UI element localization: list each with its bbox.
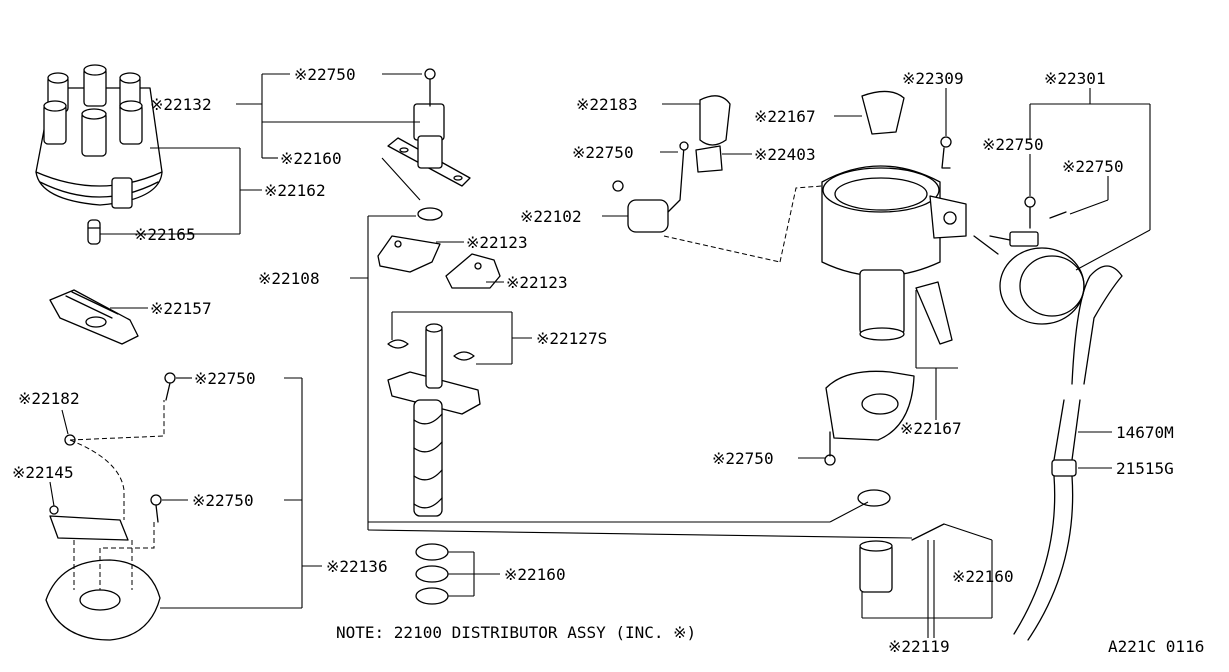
- diagram-code: A221C 0116: [1108, 637, 1204, 656]
- label-22123-upper: ※22123: [466, 233, 528, 252]
- o-ring-drawing: [417, 207, 443, 221]
- distributor-cap-drawing: [35, 64, 163, 209]
- label-22750-center: ※22750: [572, 143, 634, 162]
- label-22123-lower: ※22123: [506, 273, 568, 292]
- washer-stack-drawing: [415, 543, 449, 605]
- shaft-assy-drawing: [387, 323, 481, 517]
- label-22750-cap-bolt: ※22750: [294, 65, 356, 84]
- label-22750-vacuum-lower: ※22750: [1062, 157, 1124, 176]
- label-22750-bottom-center: ※22750: [712, 449, 774, 468]
- label-22162: ※22162: [264, 181, 326, 200]
- vacuum-hose-drawing: [1013, 265, 1123, 641]
- label-22132: ※22132: [150, 95, 212, 114]
- condenser-drawing: [612, 95, 731, 233]
- housing-drawing: [663, 165, 967, 341]
- carbon-point-drawing: [87, 219, 101, 245]
- breaker-plate-drawing: [45, 372, 176, 641]
- assembly-note: NOTE: 22100 DISTRIBUTOR ASSY (INC. ※): [336, 623, 696, 642]
- rotor-head-drawing: [49, 289, 139, 345]
- pickup-plate-drawing: [367, 281, 953, 593]
- label-22750-left-upper: ※22750: [194, 369, 256, 388]
- breaker-point-drawing: [377, 235, 501, 289]
- label-22183: ※22183: [576, 95, 638, 114]
- label-22750-left-lower: ※22750: [192, 491, 254, 510]
- label-22167-upper: ※22167: [754, 107, 816, 126]
- label-14670m: 14670M: [1116, 423, 1174, 442]
- label-22750-vacuum-upper: ※22750: [982, 135, 1044, 154]
- label-22160-bottom-right: ※22160: [952, 567, 1014, 586]
- label-22160-terminal: ※22160: [280, 149, 342, 168]
- label-22167-lower: ※22167: [900, 419, 962, 438]
- label-22108: ※22108: [258, 269, 320, 288]
- part-labels: ※22132 ※22750 ※22160 ※22162 ※22165 ※2215…: [12, 65, 1174, 656]
- vacuum-controller-drawing: [861, 90, 1085, 325]
- label-22165: ※22165: [134, 225, 196, 244]
- label-22309: ※22309: [902, 69, 964, 88]
- label-22145: ※22145: [12, 463, 74, 482]
- label-22160-washers: ※22160: [504, 565, 566, 584]
- label-22119: ※22119: [888, 637, 950, 656]
- label-22157: ※22157: [150, 299, 212, 318]
- label-22102: ※22102: [520, 207, 582, 226]
- label-22403: ※22403: [754, 145, 816, 164]
- label-22301: ※22301: [1044, 69, 1106, 88]
- label-22127s: ※22127S: [536, 329, 607, 348]
- label-22182: ※22182: [18, 389, 80, 408]
- terminal-assy-drawing: [387, 68, 471, 187]
- label-22136: ※22136: [326, 557, 388, 576]
- leader-lines: [49, 73, 1151, 638]
- label-21515g: 21515G: [1116, 459, 1174, 478]
